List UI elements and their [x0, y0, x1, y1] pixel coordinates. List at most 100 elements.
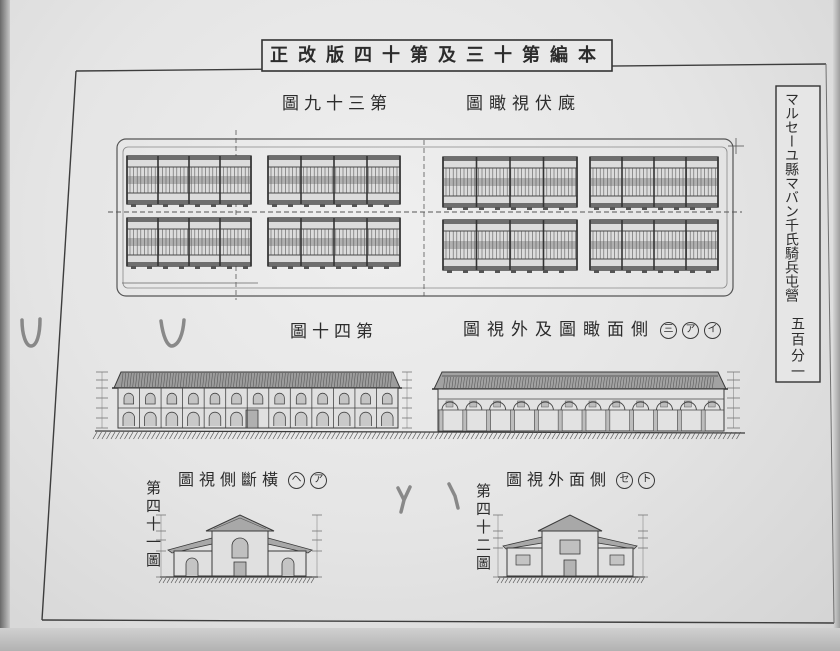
stable-foot	[559, 270, 564, 273]
figure-40-marker: ア	[682, 322, 699, 339]
ground-hatch	[655, 431, 660, 440]
roof-tile-line	[314, 372, 317, 388]
ground-hatch	[722, 431, 728, 440]
stable-foot	[495, 270, 500, 273]
roof-tile-line	[325, 372, 328, 388]
roof-tile-line	[602, 376, 605, 389]
stable-foot	[195, 204, 200, 207]
ground-hatch	[250, 577, 255, 584]
roof-tile-line	[236, 372, 239, 388]
roof-tile-line	[364, 372, 367, 388]
ground-hatch	[322, 431, 327, 440]
figure-42-marker: セ	[616, 472, 634, 489]
stable-block	[126, 155, 252, 207]
ground-hatch	[259, 431, 264, 440]
ground-hatch	[610, 431, 615, 440]
center-door	[233, 561, 247, 577]
roof-tile-line	[563, 376, 566, 389]
ground-hatch	[262, 577, 267, 584]
ground-hatch	[186, 577, 191, 584]
ground-hatch	[196, 431, 201, 440]
stable-foot	[288, 204, 293, 207]
roof-tile-line	[182, 372, 185, 388]
ground-hatch	[584, 577, 589, 584]
roof-tile-line	[250, 372, 253, 388]
ground-hatch	[241, 431, 246, 440]
roof-tile-line	[546, 376, 549, 389]
ground-hatch	[650, 431, 656, 440]
upper-arched-window	[252, 392, 264, 405]
upper-arched-window	[360, 392, 371, 405]
scale-label: 五百分一	[789, 316, 805, 380]
ground-hatch	[286, 577, 291, 584]
ground-hatch	[612, 577, 617, 584]
stable-foot	[463, 270, 468, 273]
upper-window	[636, 400, 644, 408]
ground-hatch	[718, 431, 723, 440]
ground-hatch	[443, 431, 449, 440]
arcade-pillar	[534, 409, 539, 432]
roof-tile-line	[479, 376, 482, 389]
lower-arched-opening	[208, 411, 222, 426]
ground-hatch	[308, 431, 314, 440]
stable-foot	[495, 207, 500, 210]
arcade-pillar	[486, 409, 491, 432]
roof-tile-line	[174, 372, 177, 388]
roof-tile-line	[233, 372, 236, 388]
roof-tile-line	[367, 372, 370, 388]
roof-tile-line	[560, 376, 563, 389]
stable-foot	[690, 270, 695, 273]
ground-hatch	[600, 577, 605, 584]
roof-tile-line	[653, 376, 656, 389]
ground-hatch	[218, 431, 224, 440]
stable-foot	[543, 207, 548, 210]
stable-foot	[447, 270, 452, 273]
roof-tile-line	[513, 376, 516, 389]
stable-foot	[511, 207, 516, 210]
center-pediment	[205, 514, 275, 532]
ground-hatch	[536, 577, 541, 584]
ground-hatch	[344, 431, 350, 440]
ground-hatch	[691, 431, 696, 440]
ground-hatch	[700, 431, 705, 440]
stable-foot	[368, 266, 373, 269]
roof-tile-line	[647, 376, 650, 389]
location-label: マルセーユ縣マバン千氏騎兵屯營	[783, 92, 799, 302]
ground-hatch	[572, 577, 577, 584]
roof-tile-line	[628, 376, 631, 389]
stable-block	[589, 156, 719, 210]
ground-hatch	[592, 577, 597, 584]
stable-foot	[227, 204, 232, 207]
roof-tile-line	[160, 372, 163, 388]
frame-right	[825, 63, 835, 624]
ground-hatch	[162, 577, 167, 584]
figure-42-caption: 圖視外面側	[506, 470, 612, 489]
roof-tile-line	[684, 376, 687, 389]
roof-tile-line	[334, 372, 337, 388]
left-wing-roof	[167, 537, 213, 554]
roof-tile-line	[255, 372, 258, 388]
stable-foot	[320, 204, 325, 207]
roof-tile-line	[580, 376, 583, 389]
ground-hatch	[709, 431, 714, 440]
ground-hatch	[173, 431, 179, 440]
roof-tile-line	[227, 372, 230, 388]
stable-foot	[352, 204, 357, 207]
ground-hatch	[206, 577, 211, 584]
ground-hatch	[403, 431, 408, 440]
figure-40-caption: 圖視外及圖瞰面側	[463, 320, 655, 340]
lower-arched-opening	[273, 411, 286, 426]
roof-tile-line	[541, 376, 544, 389]
ground-hatch	[299, 431, 305, 440]
ground-hatch	[596, 577, 601, 584]
roof-tile-line	[661, 376, 664, 389]
roof-tile-line	[619, 376, 622, 389]
ground-hatch	[713, 431, 719, 440]
roof-tile-line	[390, 372, 393, 388]
roof-tile-line	[297, 372, 300, 388]
ground-hatch	[110, 431, 116, 440]
ground-hatch	[540, 577, 545, 584]
right-wing-roof	[597, 536, 638, 550]
roof-tile-line	[264, 372, 267, 388]
upper-window	[493, 400, 501, 408]
